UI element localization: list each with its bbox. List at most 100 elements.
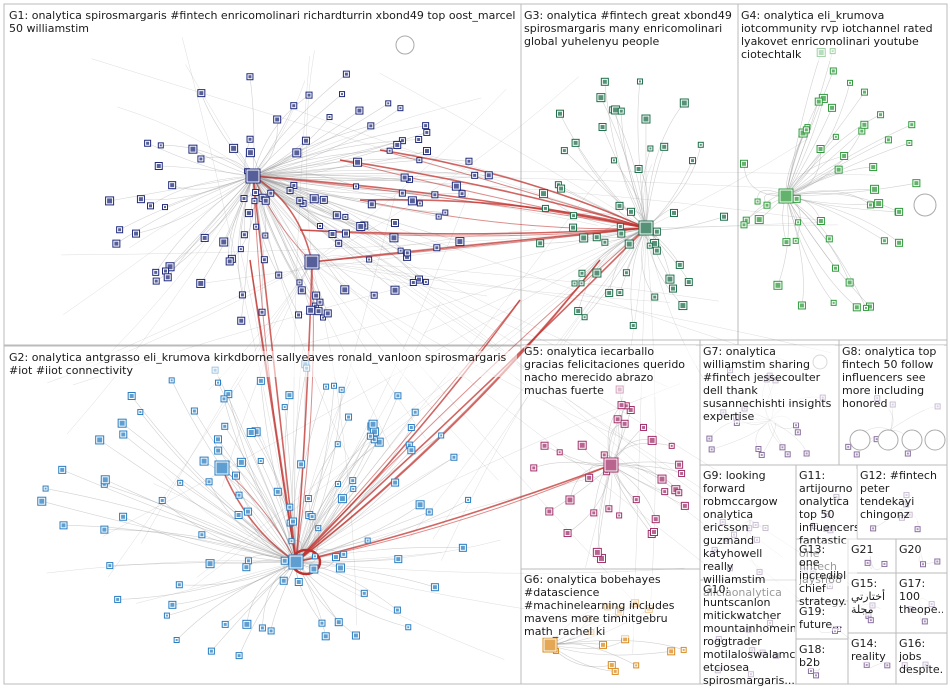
node-image — [805, 452, 808, 455]
edge — [252, 175, 317, 296]
node-image — [255, 225, 258, 228]
node — [560, 147, 568, 155]
node — [616, 512, 623, 519]
node-image — [452, 455, 456, 459]
node-image — [437, 215, 440, 218]
edge — [284, 407, 297, 563]
node — [845, 278, 854, 287]
edge — [252, 175, 410, 180]
node-image — [357, 108, 362, 113]
node-image — [342, 552, 346, 556]
node-image — [457, 239, 463, 245]
node-image — [226, 392, 231, 397]
edge — [252, 159, 420, 177]
edge — [645, 138, 809, 229]
node-image — [413, 410, 417, 414]
node — [758, 451, 765, 458]
node-image — [308, 307, 314, 313]
node-image — [61, 523, 66, 528]
node — [198, 531, 206, 539]
node — [802, 126, 810, 134]
node — [616, 222, 624, 230]
node — [458, 190, 466, 198]
node — [246, 135, 254, 143]
node-image — [297, 313, 301, 317]
node-image — [594, 549, 600, 555]
node — [262, 232, 269, 239]
node — [610, 157, 617, 164]
node-image — [460, 545, 465, 550]
node — [177, 479, 184, 486]
node — [620, 419, 629, 428]
edge — [785, 124, 865, 197]
edge — [45, 488, 297, 563]
node-image — [216, 462, 228, 474]
edge — [785, 195, 857, 308]
node-image — [603, 240, 607, 244]
node — [797, 301, 806, 310]
node-image — [116, 597, 120, 601]
node — [592, 268, 602, 278]
node — [246, 73, 254, 81]
node-image — [198, 280, 204, 286]
edge — [167, 175, 254, 278]
node-image — [883, 562, 886, 565]
node-image — [239, 248, 242, 251]
highlight-edge — [379, 149, 647, 229]
node — [305, 91, 313, 99]
node-image — [670, 286, 675, 291]
node-image — [680, 471, 684, 475]
node — [261, 196, 270, 205]
edge — [103, 227, 647, 537]
edge — [123, 434, 297, 563]
node-image — [275, 489, 280, 494]
node-image — [121, 514, 126, 519]
edge — [136, 561, 297, 604]
edge — [252, 125, 426, 177]
node — [119, 430, 128, 439]
node-image — [290, 519, 295, 524]
node — [242, 619, 252, 629]
edge — [162, 500, 297, 563]
node — [670, 208, 679, 217]
node-image — [388, 149, 391, 152]
node — [570, 212, 578, 220]
node — [678, 301, 688, 311]
edge — [295, 436, 371, 563]
node-image — [239, 318, 244, 323]
node-image — [765, 203, 769, 207]
node-image — [244, 565, 249, 570]
node-image — [369, 202, 374, 207]
node-image — [353, 633, 358, 638]
node — [334, 618, 343, 627]
node — [657, 474, 667, 484]
node-image — [579, 442, 585, 448]
node — [117, 418, 127, 428]
node-image — [242, 197, 246, 201]
node-image — [417, 502, 423, 508]
node — [615, 201, 624, 210]
edge — [785, 195, 850, 283]
node-image — [854, 305, 859, 310]
node — [626, 207, 635, 216]
node-image — [916, 528, 919, 531]
edge — [295, 193, 469, 563]
node — [251, 198, 258, 205]
edge — [171, 380, 297, 563]
hub-node — [778, 188, 794, 204]
node-image — [607, 507, 611, 511]
node-image — [325, 385, 328, 388]
node-image — [405, 254, 410, 259]
edge — [549, 644, 672, 656]
node-image — [407, 626, 410, 629]
node-image — [432, 585, 437, 590]
node-image — [341, 93, 344, 96]
node-image — [392, 287, 398, 293]
edge — [108, 261, 313, 578]
node-image — [626, 241, 632, 247]
highlight-edge — [252, 175, 313, 263]
node — [422, 147, 431, 156]
node-image — [358, 223, 364, 229]
edge — [295, 561, 357, 636]
node — [906, 139, 913, 146]
